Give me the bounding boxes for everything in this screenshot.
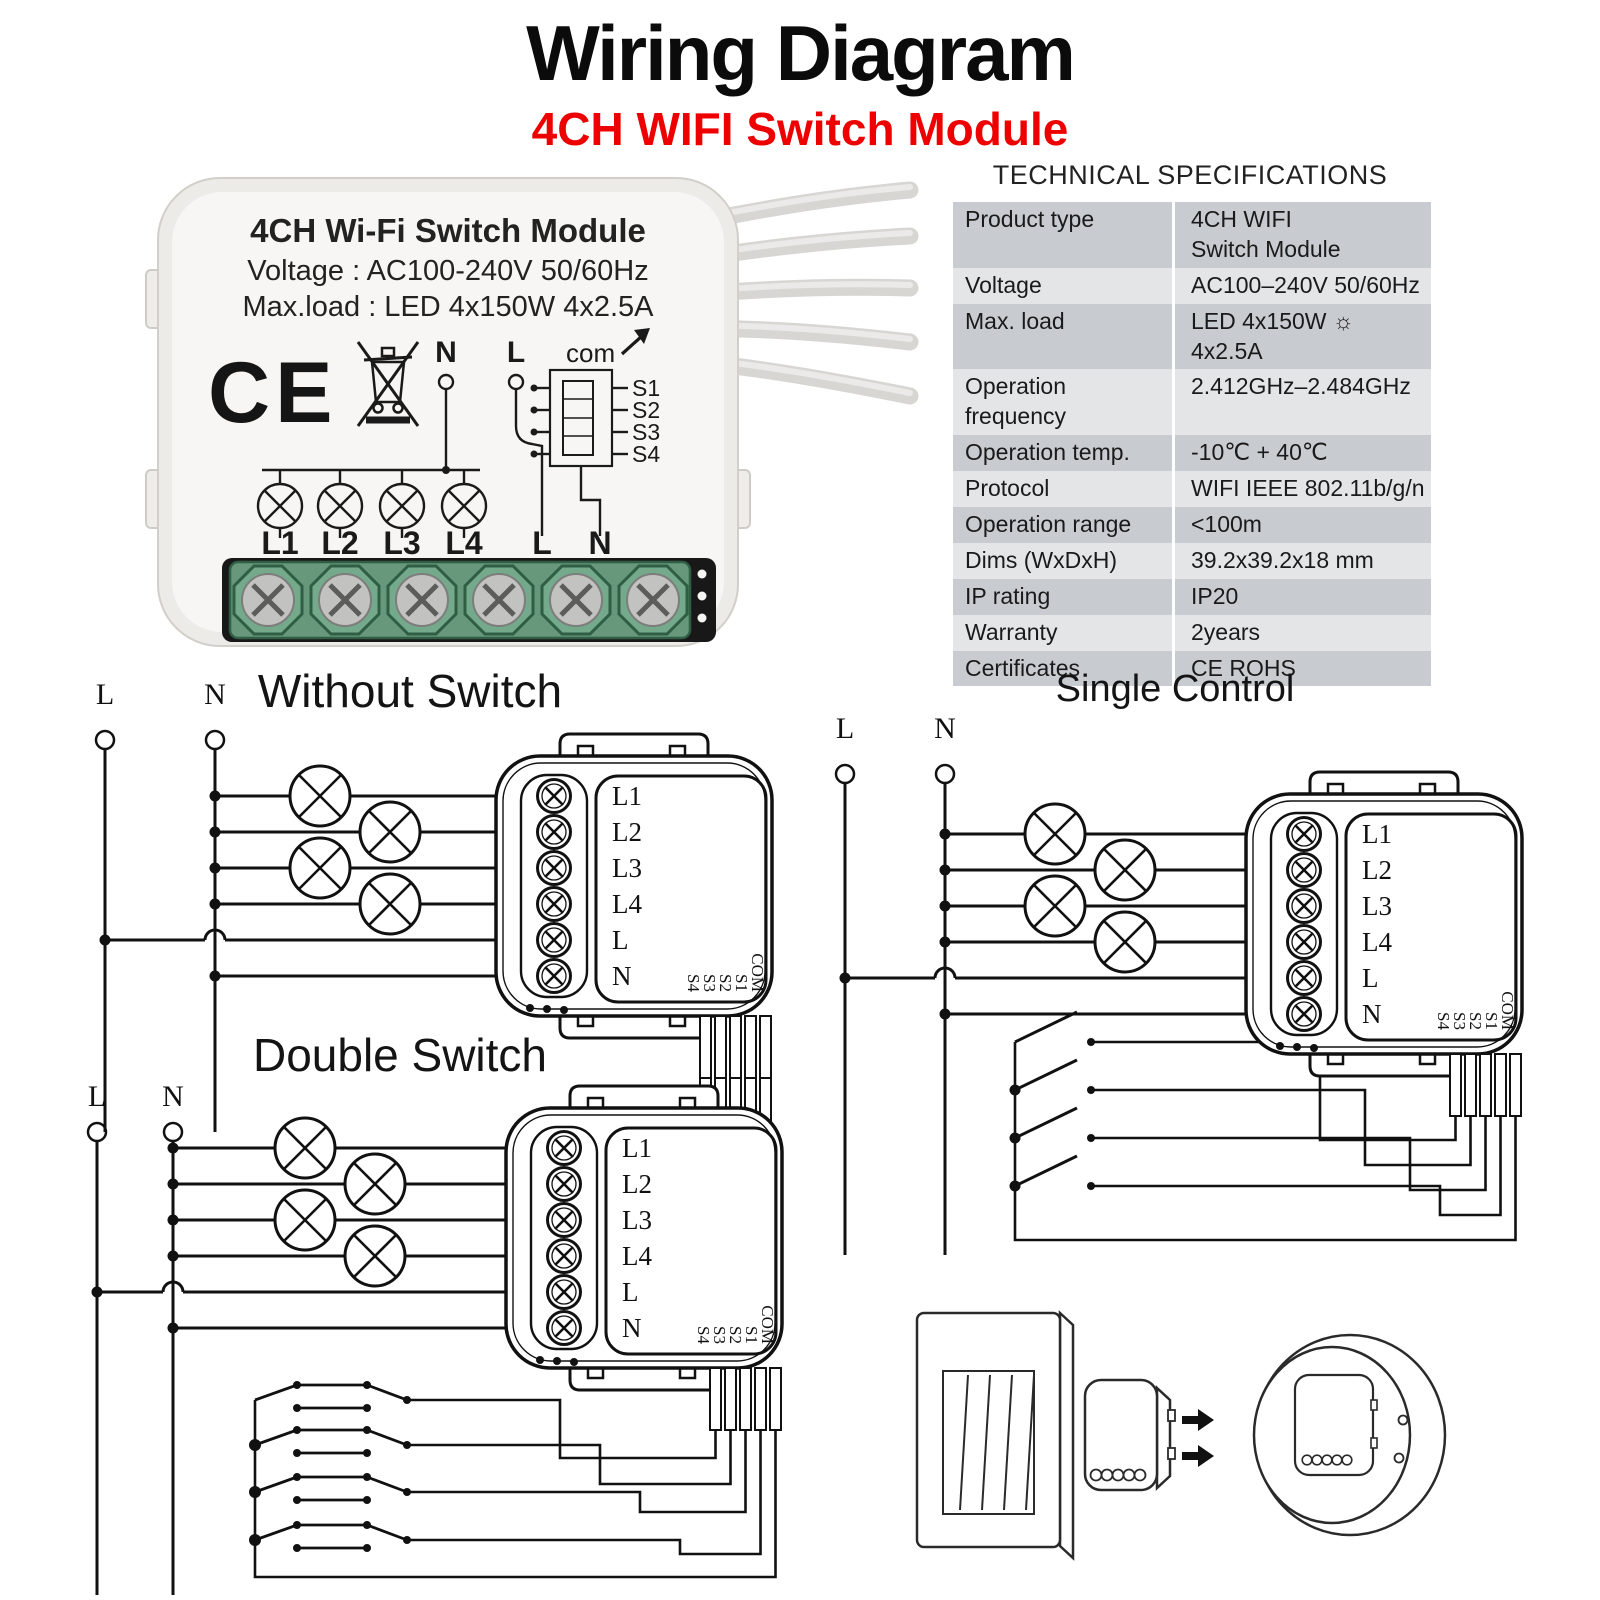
spec-value: 39.2x39.2x18 mm xyxy=(1172,542,1431,579)
print-s3-label: S3 xyxy=(632,419,660,445)
specs-table: Product type 4CH WIFI Switch Module Volta… xyxy=(953,202,1431,687)
single-control-diagram: L N xyxy=(834,712,1524,1255)
spec-label: Voltage xyxy=(965,271,1042,298)
print-term-n: N xyxy=(588,525,611,561)
live-label: L xyxy=(96,678,114,711)
section-title-double-switch: Double Switch xyxy=(252,1029,548,1081)
spec-label: Certificates xyxy=(965,654,1081,681)
spec-value: LED 4x150W ☼ 4x2.5A xyxy=(1172,303,1431,370)
print-s1-label: S1 xyxy=(632,375,660,401)
spec-label: Operation range xyxy=(965,511,1132,538)
print-term-l2: L2 xyxy=(321,525,358,561)
double-switch-diagram: L N xyxy=(86,1080,784,1595)
photo-load-line: Max.load : LED 4x150W 4x2.5A xyxy=(242,291,654,323)
print-s4-label: S4 xyxy=(632,441,660,467)
table-row: Max. load LED 4x150W ☼ 4x2.5A xyxy=(953,303,1431,370)
module-in-box xyxy=(1293,1373,1378,1477)
printed-mini-diagram: N L com S1 S2 S3 S4 xyxy=(256,328,660,561)
table-row: Protocol WIFI IEEE 802.11b/g/n xyxy=(953,471,1431,508)
print-term-l: L xyxy=(532,525,552,561)
spec-label: Dims (WxDxH) xyxy=(965,546,1118,573)
spec-value: 4CH WIFI Switch Module xyxy=(1172,202,1431,268)
spec-value: 2years xyxy=(1172,614,1431,651)
table-row: Product type 4CH WIFI Switch Module xyxy=(953,202,1431,268)
spec-label: IP rating xyxy=(965,582,1051,609)
module-figure xyxy=(1083,1378,1176,1492)
table-row: Certificates CE ROHS xyxy=(953,650,1431,687)
spec-label: Max. load xyxy=(965,307,1065,334)
spec-value: AC100–240V 50/60Hz xyxy=(1172,267,1431,304)
print-n-label: N xyxy=(435,336,457,369)
neutral-label: N xyxy=(934,712,956,745)
print-term-l3: L3 xyxy=(383,525,420,561)
table-row: Warranty 2years xyxy=(953,614,1431,651)
neutral-label: N xyxy=(162,1080,184,1113)
page-title: Wiring Diagram xyxy=(526,9,1076,97)
terminal-screws-photo xyxy=(241,573,680,627)
section-title-without-switch: Without Switch xyxy=(257,665,563,717)
page-subtitle: 4CH WIFI Switch Module xyxy=(531,103,1069,155)
photo-product-name: 4CH Wi-Fi Switch Module xyxy=(250,212,646,249)
specs-heading: TECHNICAL SPECIFICATIONS xyxy=(992,160,1388,190)
spec-label: Protocol xyxy=(965,475,1050,502)
junction-dots xyxy=(99,790,221,982)
print-term-l1: L1 xyxy=(261,525,298,561)
spec-value: CE ROHS xyxy=(1172,650,1431,687)
live-label: L xyxy=(88,1080,106,1113)
print-com-label: com xyxy=(566,338,615,368)
spec-value: IP20 xyxy=(1172,578,1431,615)
neutral-label: N xyxy=(204,678,226,711)
junction-dots xyxy=(839,828,1021,1192)
table-row: Operation range <100m xyxy=(953,507,1431,543)
ce-mark: CE xyxy=(208,345,337,441)
status-dots xyxy=(697,569,707,623)
spec-value: 2.412GHz–2.484GHz xyxy=(1172,369,1431,436)
weee-icon xyxy=(356,341,420,427)
print-term-l4: L4 xyxy=(445,525,483,561)
device-face xyxy=(172,192,724,632)
table-row: Dims (WxDxH) 39.2x39.2x18 mm xyxy=(953,542,1431,579)
wall-switch-plate xyxy=(915,1310,1075,1561)
table-row: Operation frequency 2.412GHz–2.484GHz xyxy=(953,369,1431,436)
spec-value: WIFI IEEE 802.11b/g/n xyxy=(1172,471,1431,508)
spec-label: Operation temp. xyxy=(965,439,1130,466)
table-row: Operation temp. -10℃ + 40℃ xyxy=(953,435,1431,472)
live-label: L xyxy=(836,712,854,745)
print-l-label: L xyxy=(507,336,525,369)
spec-value: -10℃ + 40℃ xyxy=(1172,435,1431,472)
spec-label: Operation frequency xyxy=(965,373,1067,430)
spec-value: <100m xyxy=(1172,507,1431,543)
table-row: IP rating IP20 xyxy=(953,578,1431,615)
spec-label: Warranty xyxy=(965,618,1058,645)
arrow-right-icon xyxy=(1182,1409,1214,1467)
round-mounting-box xyxy=(1252,1333,1447,1537)
section-title-single-control: Single Control xyxy=(1055,668,1295,710)
com-arrow-icon xyxy=(620,328,650,356)
product-photo: 4CH Wi-Fi Switch Module Voltage : AC100-… xyxy=(145,177,919,647)
switch-wiring xyxy=(253,1398,777,1579)
junction-dots xyxy=(91,1142,261,1546)
photo-voltage-line: Voltage : AC100-240V 50/60Hz xyxy=(247,255,648,287)
installation-figures xyxy=(915,1310,1447,1561)
terminal-block xyxy=(222,558,716,642)
spec-label: Product type xyxy=(965,206,1095,232)
table-row: Voltage AC100–240V 50/60Hz xyxy=(953,267,1431,304)
print-s2-label: S2 xyxy=(632,397,660,423)
